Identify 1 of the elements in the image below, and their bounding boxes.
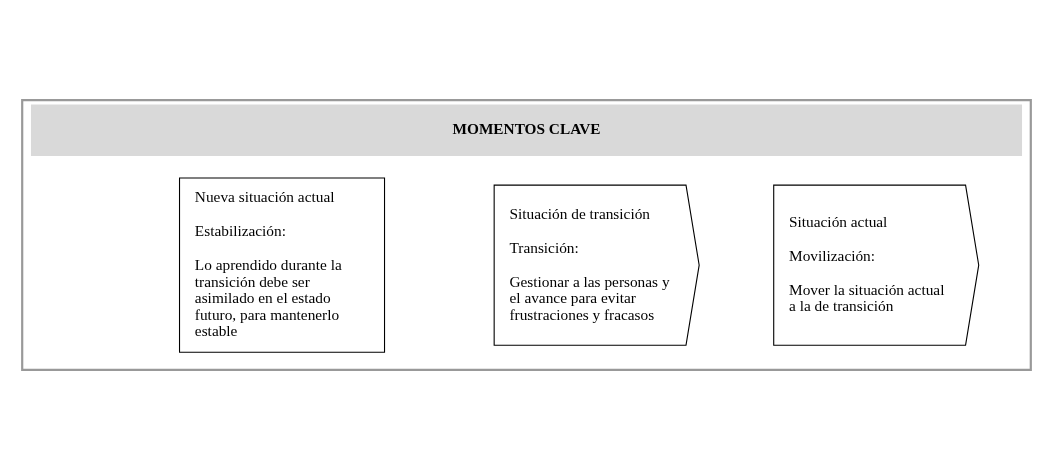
- node-box: Nueva situación actual Estabilización: Lo aprendido durante la transición debe ser asimilado en el estado futuro, para mantenerlo estable: [178, 177, 386, 353]
